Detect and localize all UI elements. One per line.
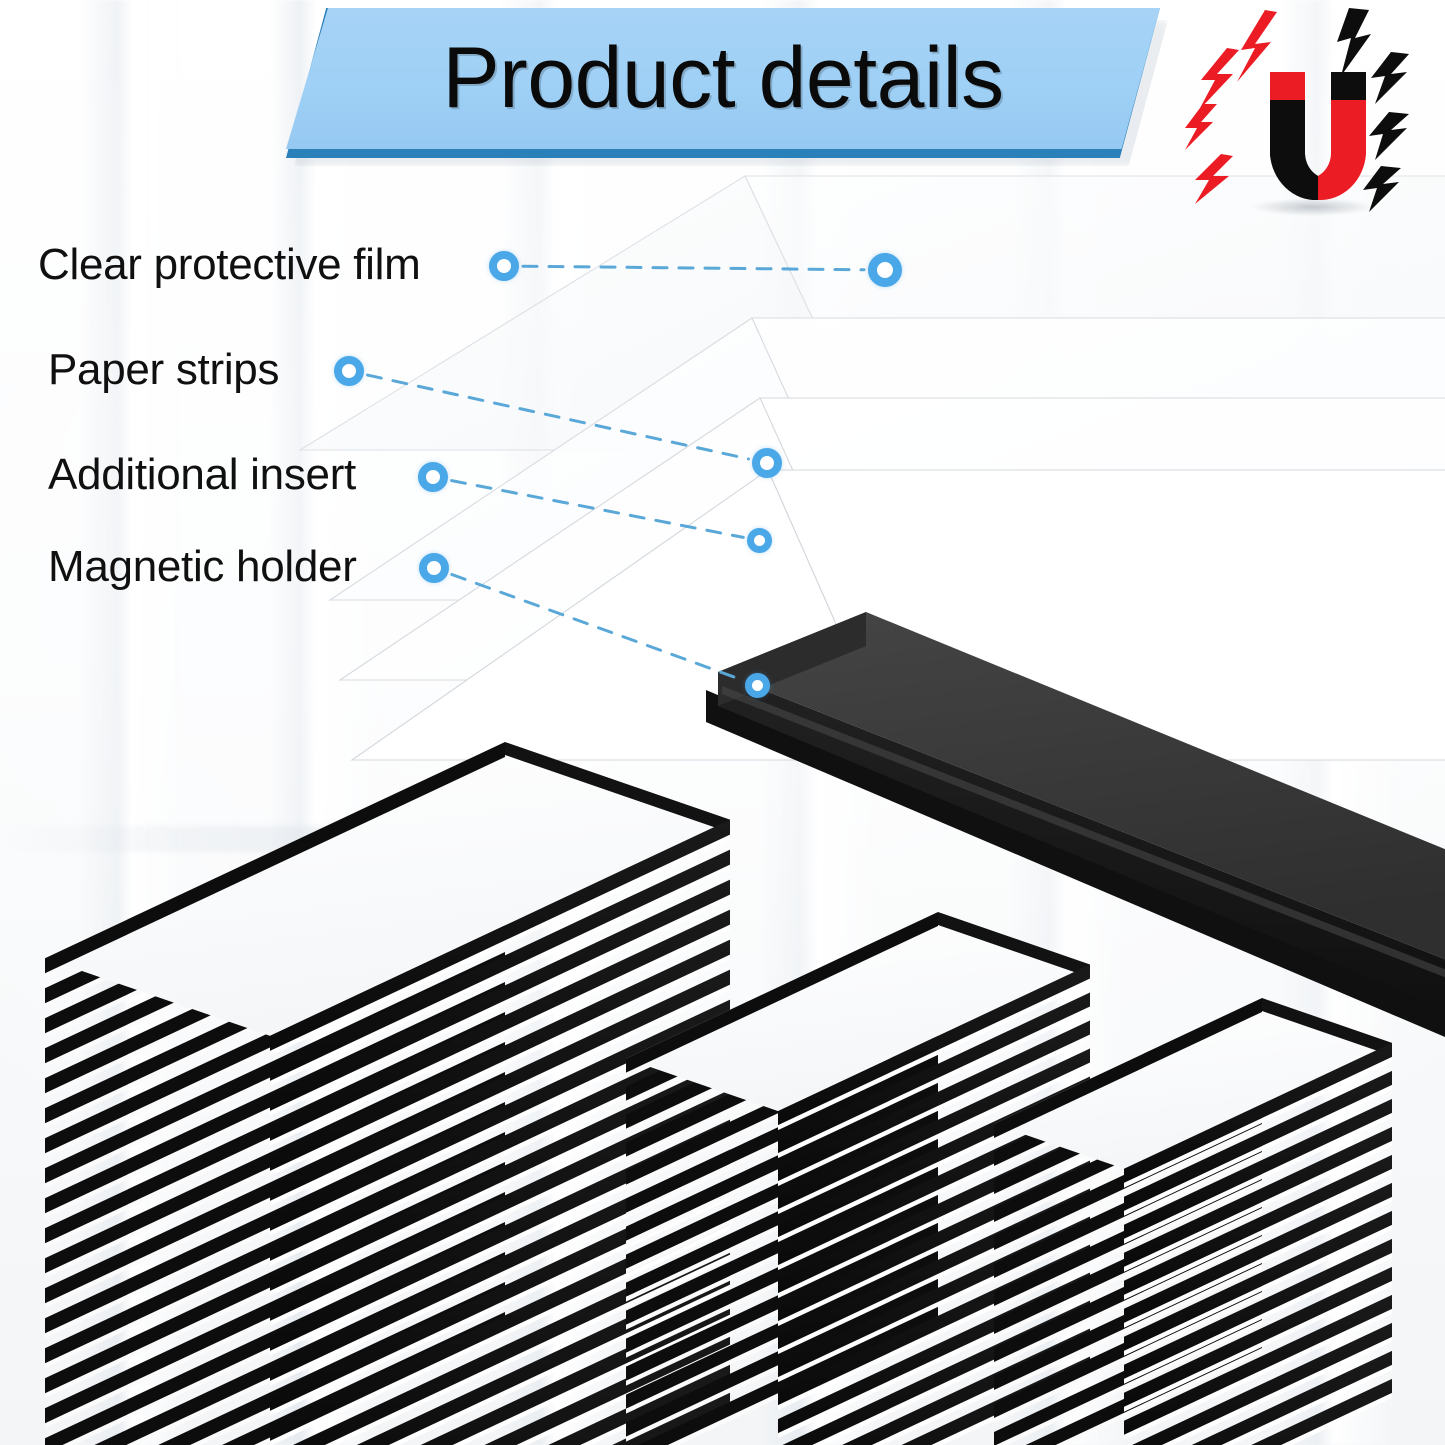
callout-label-additional-insert: Additional insert [48,450,356,499]
spark-red-1 [1237,10,1277,82]
spark-black-1 [1337,8,1371,76]
callout-target-marker-clear-protective-film[interactable] [868,253,902,287]
spark-black-2 [1371,52,1409,104]
callout-target-marker-paper-strips[interactable] [752,448,782,478]
magnet-badge [1185,4,1441,226]
page-title: Product details [442,30,1004,126]
callout-target-marker-magnetic-holder[interactable] [745,673,770,698]
magnet-shadow [1251,198,1375,216]
callout-marker-paper-strips[interactable] [334,356,364,386]
horseshoe-magnet-icon [1185,8,1409,216]
spark-red-4 [1195,154,1233,204]
spark-red-2 [1199,48,1239,110]
callout-label-magnetic-holder: Magnetic holder [48,542,357,591]
callout-marker-magnetic-holder[interactable] [419,553,449,583]
magnet-left-pole-red [1270,72,1305,102]
callout-marker-clear-protective-film[interactable] [489,251,519,281]
magnet-sparks-right [1337,8,1409,212]
magnet-sparks-left [1185,10,1277,204]
magnet-right-pole-black [1331,72,1366,102]
callout-target-marker-additional-insert[interactable] [747,528,772,553]
magnet-right-shaft [1318,100,1366,201]
spark-black-4 [1363,166,1401,212]
title-banner: Product details [286,8,1168,166]
magnet-body [1270,72,1366,201]
spark-black-3 [1369,112,1409,160]
callout-label-clear-protective-film: Clear protective film [38,240,421,289]
callout-label-paper-strips: Paper strips [48,345,280,394]
callout-marker-additional-insert[interactable] [418,462,448,492]
spark-red-3 [1185,104,1217,150]
banner-face [286,8,1160,149]
